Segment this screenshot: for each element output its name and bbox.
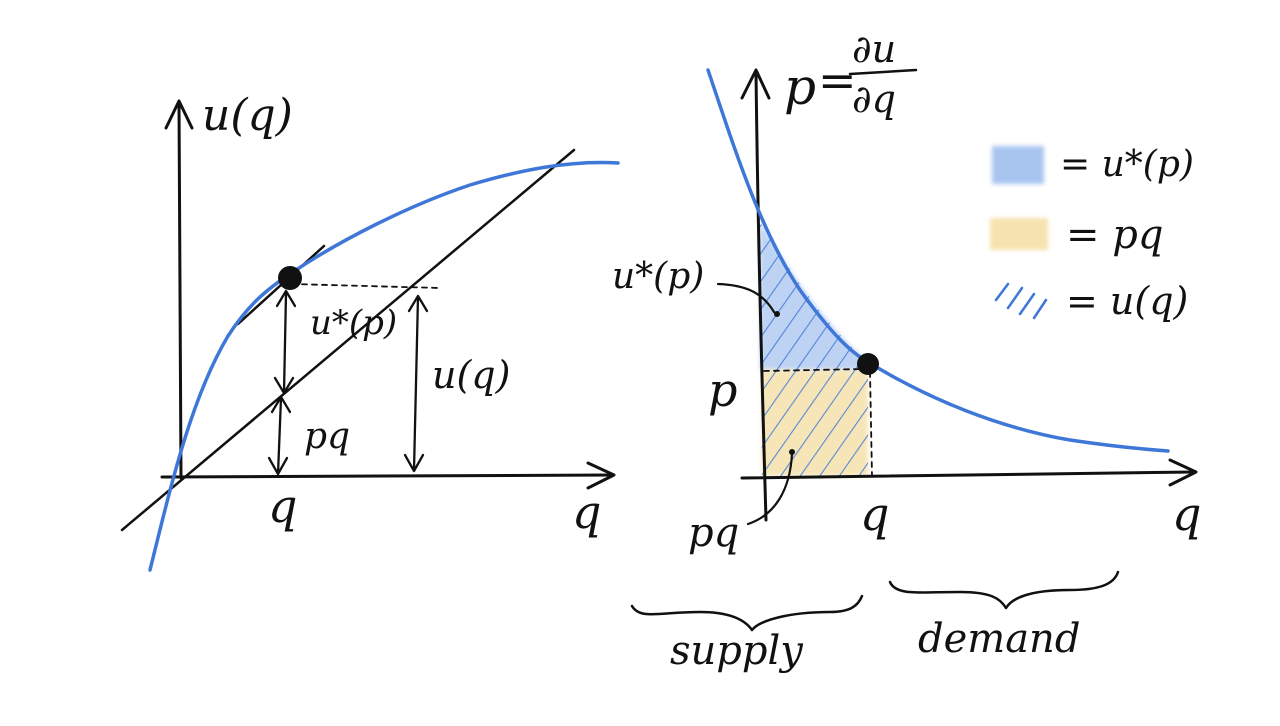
left-y-axis [164,99,194,480]
left-tangency-point [278,266,302,290]
demand-brace [888,570,1120,610]
right-y-axis-equals: = [818,53,857,107]
right-equilibrium-point [857,353,879,375]
legend-swatch-payment [990,218,1048,250]
right-p-tick-label: p [708,363,737,417]
supply-brace [630,594,864,632]
right-payment-label: pq [688,510,739,556]
legend-consumer-surplus: = u*(p) [1060,144,1194,185]
left-dashed-level [291,283,441,289]
left-y-axis-label: u(q) [202,90,293,141]
left-surplus-arrow [273,289,297,395]
right-surplus-leader [716,282,776,314]
right-y-axis-denominator: ∂q [852,77,896,121]
right-total-utility-hatch [760,222,868,476]
demand-label: demand [918,616,1080,662]
left-x-axis [160,461,616,490]
right-surplus-label: u*(p) [612,256,704,297]
left-utility-label: u(q) [432,353,510,397]
legend-swatch-consumer-surplus [992,146,1044,184]
left-q-tick-label: q [268,479,297,533]
right-x-axis-label: q [1172,487,1201,541]
left-utility-curve [148,160,620,572]
left-price-line [120,148,576,532]
demand-brace-group: demand [888,570,1120,662]
right-y-axis-p: p [784,58,816,116]
left-payment-arrow [267,395,292,476]
left-surplus-label: u*(p) [310,303,397,343]
right-q-tick-label: q [860,487,889,541]
right-marginal-plot: p = ∂u ∂q p q q u*(p) pq [612,27,1201,556]
supply-brace-group: supply [630,594,864,674]
right-dashed-vertical [869,371,873,477]
supply-label: supply [670,628,804,674]
right-x-axis [740,458,1198,487]
left-utility-arrow [403,294,429,473]
right-y-axis [740,68,771,522]
right-payment-leader [746,452,794,526]
right-dashed-horizontal [763,368,865,372]
right-y-axis-label: p = ∂u ∂q [784,27,918,121]
legend-payment: = pq [1066,212,1163,258]
legend: = u*(p) = pq = u(q) [990,144,1194,323]
right-y-axis-numerator: ∂u [852,27,896,71]
left-utility-plot: u(q) u*(p) u(q) pq q q [120,90,620,572]
legend-total-utility: = u(q) [1066,279,1188,323]
left-x-axis-label: q [572,485,601,539]
legend-swatch-total-utility [994,282,1048,320]
left-payment-label: pq [304,416,350,457]
